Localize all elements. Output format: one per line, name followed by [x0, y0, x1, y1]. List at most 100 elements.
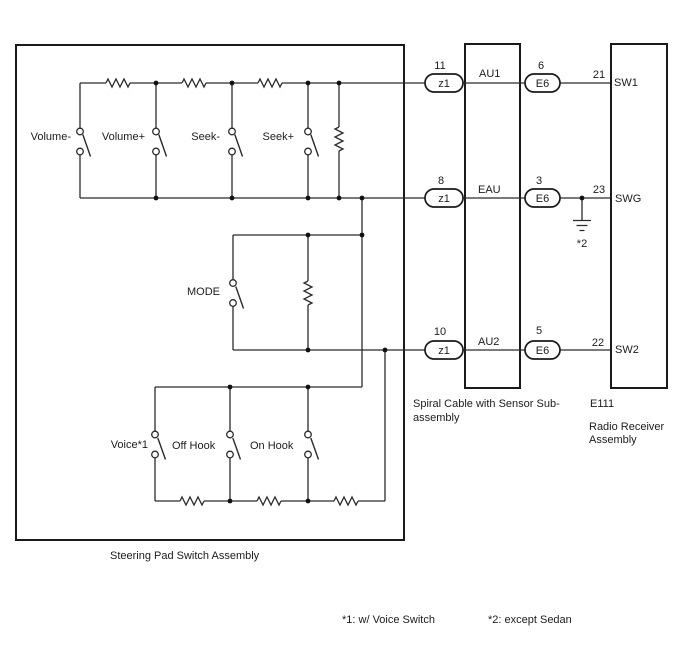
junction-dot [227, 384, 233, 390]
footnote-1: *1: w/ Voice Switch [342, 614, 435, 626]
junction-dot [579, 195, 585, 201]
switch-blade [234, 134, 244, 157]
switch-terminal [304, 450, 312, 459]
junction-dot [229, 80, 235, 86]
switch-blade [310, 134, 320, 157]
footnote-2: *2: except Sedan [488, 614, 572, 626]
junction-dot [229, 195, 235, 201]
switch-terminal [152, 127, 160, 136]
off-hook-label: Off Hook [172, 440, 216, 452]
junction-dot [336, 195, 342, 201]
junction-dot [153, 195, 159, 201]
resistor-top-3 [257, 77, 283, 89]
resistor-bottom-2 [256, 495, 282, 507]
connector-z1-pin11 [424, 73, 464, 93]
pin-number-8: 8 [438, 175, 444, 187]
switch-terminal [226, 430, 234, 439]
resistor-top-1 [105, 77, 131, 89]
switch-terminal [304, 147, 312, 156]
steering-box-outline [15, 44, 405, 541]
mode-label: MODE [187, 286, 220, 298]
off-hook-switch [226, 387, 242, 501]
ground-note-label: *2 [577, 238, 587, 250]
junction-dot [336, 80, 342, 86]
e6-label: E6 [536, 78, 549, 90]
junction-dots [153, 80, 585, 504]
resistor-bottom-1 [179, 495, 205, 507]
spiral-caption-line2: assembly [413, 412, 460, 424]
spiral-box-outline [464, 43, 521, 389]
radio-caption-line1: Radio Receiver [589, 421, 665, 433]
terminal-name-sw1: SW1 [614, 77, 638, 89]
junction-dot [305, 80, 311, 86]
steering-pad-assembly: Volume- Volume+ Seek- Seek+ MODE Voice*1… [15, 44, 425, 562]
pin-number-10: 10 [434, 326, 446, 338]
terminal-name-swg: SWG [615, 193, 641, 205]
resistor-top-2 [181, 77, 207, 89]
switch-blade [232, 437, 242, 460]
switch-terminal [152, 147, 160, 156]
resistor-bottom-3 [333, 495, 359, 507]
connector-e6-pin6 [524, 73, 561, 93]
radio-receiver-assembly: 21 23 22 SW1 SWG SW2 E111 Radio Receiver… [589, 43, 668, 446]
footnotes: *1: w/ Voice Switch *2: except Sedan [342, 614, 572, 626]
e6-label: E6 [536, 193, 549, 205]
pin-number-21: 21 [593, 69, 605, 81]
junction-dot [305, 195, 311, 201]
switch-blade [158, 134, 168, 157]
junction-dot [305, 384, 311, 390]
pin-number-6: 6 [538, 60, 544, 72]
wire-name-au2: AU2 [478, 336, 499, 348]
resistor-vertical-1 [333, 126, 345, 152]
junction-dot [305, 347, 311, 353]
connector-z1-pin10 [424, 340, 464, 360]
junction-dot [305, 232, 311, 238]
volume-plus-switch [152, 83, 168, 198]
seek-plus-switch [304, 83, 320, 198]
junction-dot [359, 232, 365, 238]
mode-switch [229, 235, 245, 350]
switch-terminal [151, 430, 159, 439]
junction-dot [227, 498, 233, 504]
connector-e6-pin5 [524, 340, 561, 360]
pin-number-23: 23 [593, 184, 605, 196]
junction-dot [382, 347, 388, 353]
switch-blade [310, 437, 320, 460]
pin-number-22: 22 [592, 337, 604, 349]
switch-terminal [76, 127, 84, 136]
z1-label: z1 [438, 193, 450, 205]
junction-dot [153, 80, 159, 86]
spiral-caption-line1: Spiral Cable with Sensor Sub- [413, 398, 560, 410]
seek-minus-switch [228, 83, 244, 198]
ground-glyph [573, 198, 591, 232]
connector-z1-pin8 [424, 188, 464, 208]
seek-minus-label: Seek- [191, 131, 220, 143]
volume-minus-label: Volume- [31, 131, 72, 143]
switch-terminal [229, 299, 237, 307]
pin-number-5: 5 [536, 325, 542, 337]
radio-caption-line2: Assembly [589, 434, 637, 446]
switch-terminal [304, 430, 312, 439]
mode-resistor-branch [302, 235, 314, 350]
on-hook-label: On Hook [250, 440, 294, 452]
switch-terminal [151, 450, 159, 459]
volume-minus-switch [76, 83, 92, 198]
radio-code-label: E111 [590, 398, 614, 410]
ladder-end-resistor-branch [333, 83, 345, 198]
z1-label: z1 [438, 78, 450, 90]
switch-terminal [226, 450, 234, 459]
switch-blade [82, 134, 92, 157]
wire-name-eau: EAU [478, 184, 501, 196]
junction-dot [305, 498, 311, 504]
pin-number-3: 3 [536, 175, 542, 187]
mode-circuit [229, 234, 425, 351]
pin-number-11: 11 [434, 60, 445, 72]
z1-label: z1 [438, 345, 450, 357]
voice-switch [151, 387, 167, 501]
junction-dot [359, 195, 365, 201]
resistor-vertical-2 [302, 280, 314, 306]
voice-label: Voice*1 [111, 439, 148, 451]
switch-terminal [229, 279, 237, 287]
